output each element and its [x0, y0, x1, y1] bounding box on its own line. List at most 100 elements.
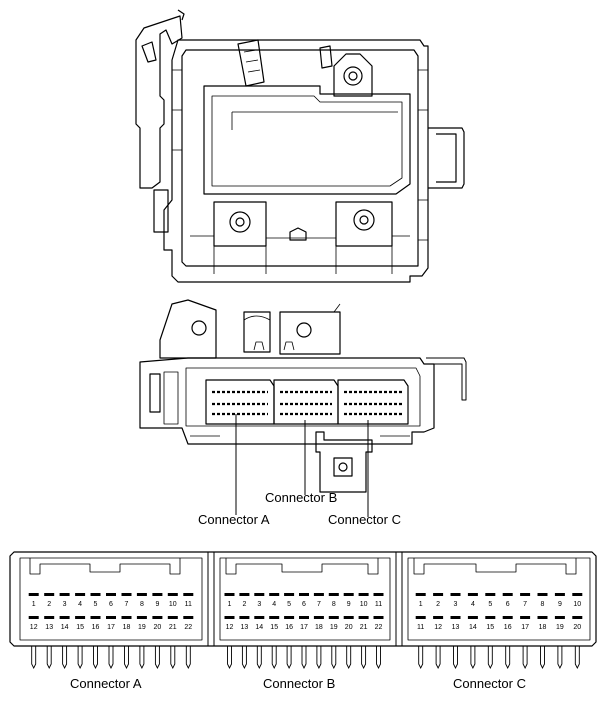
connector-c-pin-top-3	[450, 593, 461, 596]
connector-a-pin-label: 6	[109, 601, 113, 608]
connector-b-pin-label: 18	[315, 624, 323, 631]
connector-c-pin-label: 5	[488, 601, 492, 608]
connector-a-pin-label: 11	[185, 601, 192, 608]
connector-b-pin-bottom-10	[358, 616, 369, 619]
connector-c-pin-bottom-5	[485, 616, 496, 619]
connector-c-pin-label: 19	[556, 624, 564, 631]
connector-a-pin-top-10	[167, 593, 178, 596]
connector-a-pin-bottom-4	[75, 616, 86, 619]
connector-c-terminal-leg	[453, 646, 458, 670]
connector-a-terminal-leg	[77, 646, 83, 670]
connector-a-pin-top-8	[136, 593, 147, 596]
connector-b-pin-label: 16	[285, 624, 293, 631]
connector-b-pin-label: 14	[255, 624, 263, 631]
connector-c-pin-label: 17	[521, 624, 529, 631]
connector-b-pin-top-7	[313, 593, 324, 596]
connector-b-pin-label: 17	[300, 624, 308, 631]
connector-b-terminal-leg	[331, 646, 337, 670]
connector-a-pin-label: 7	[125, 601, 129, 608]
connector-c-pin-label: 12	[434, 624, 442, 631]
connector-b-pin-top-9	[343, 593, 354, 596]
connector-a-pin-top-5	[90, 593, 101, 596]
connector-a-pin-label: 8	[140, 601, 144, 608]
connector-a-pin-top-11	[183, 593, 194, 596]
connector-c-pin-bottom-3	[450, 616, 461, 619]
connector-c-terminal-leg	[505, 646, 511, 670]
connector-b-pin-label: 22	[375, 624, 383, 631]
connector-a-pin-label: 15	[76, 624, 84, 631]
connector-a-terminal-leg	[46, 646, 52, 670]
connector-c-pin-top-10	[572, 593, 583, 596]
connector-c-pin-label: 3	[454, 601, 458, 608]
connector-b-pin-label: 8	[332, 601, 336, 608]
connector-c-pin-label: 1	[419, 601, 423, 608]
connector-a-pin-top-7	[121, 593, 132, 596]
connector-b-terminal-leg	[271, 646, 277, 670]
connector-c-terminal-leg	[487, 646, 493, 670]
connector-b-terminal-leg	[301, 646, 307, 670]
connector-c-pin-bottom-8	[537, 616, 548, 619]
connector-c-pin-bottom-9	[554, 616, 565, 619]
connector-c-pin-top-4	[467, 593, 478, 596]
connector-b-pin-label: 7	[317, 601, 321, 608]
connector-b-pin-label: 19	[330, 624, 338, 631]
connector-a-pin-label: 3	[63, 601, 67, 608]
connector-a-pin-top-2	[44, 593, 55, 596]
connector-c-pin-label: 11	[417, 624, 424, 631]
connector-b-pin-top-5	[284, 593, 295, 596]
connector-b-pin-bottom-11	[373, 616, 384, 619]
connector-a-terminal-leg	[170, 646, 176, 670]
connector-c-pin-label: 15	[486, 624, 494, 631]
connector-c-label: Connector C	[453, 676, 526, 691]
connector-a-pin-bottom-9	[152, 616, 163, 619]
connector-b-pin-bottom-7	[313, 616, 324, 619]
module-top-view	[135, 9, 465, 283]
connector-a-terminal-leg	[108, 646, 114, 670]
callout-connector-c: Connector C	[328, 512, 401, 527]
connector-b-pin-bottom-3	[254, 616, 265, 619]
connector-b-pin-label: 15	[270, 624, 278, 631]
connector-c-pin-top-7	[520, 593, 531, 596]
connector-a-pin-label: 14	[61, 624, 69, 631]
connector-b-pin-bottom-6	[299, 616, 309, 619]
connector-b-pin-label: 6	[302, 601, 306, 608]
connector-a-pin-bottom-3	[59, 616, 70, 619]
connector-b-pin-label: 21	[360, 624, 368, 631]
connector-b-pin-label: 1	[228, 601, 232, 608]
connector-a-pin-label: 13	[45, 624, 53, 631]
connector-c-terminal-leg	[470, 646, 476, 670]
connector-c-pin-bottom-10	[572, 616, 583, 619]
module-side-view	[139, 299, 467, 493]
connector-c-pin-bottom-4	[467, 616, 478, 619]
connector-a-pin-bottom-5	[90, 616, 101, 619]
connector-b-pin-top-8	[328, 593, 339, 596]
connector-c-pin-label: 14	[469, 624, 477, 631]
connector-c-pin-top-1	[415, 593, 426, 596]
connector-c-pin-label: 10	[573, 601, 581, 608]
connector-c-terminal-leg	[435, 646, 441, 670]
connector-a-pin-label: 22	[184, 624, 192, 631]
connector-b-pin-label: 11	[375, 601, 382, 608]
connector-c-terminal-leg	[418, 646, 424, 670]
connector-c-pin-label: 9	[558, 601, 562, 608]
connector-c-pin-top-8	[537, 593, 548, 596]
connector-b-terminal-leg	[227, 646, 232, 670]
connector-a-pin-top-9	[152, 593, 163, 596]
connector-c-pin-top-5	[485, 593, 496, 596]
connector-a-pin-bottom-6	[106, 616, 116, 619]
connector-b-pin-label: 13	[241, 624, 249, 631]
connector-a-label: Connector A	[70, 676, 142, 691]
connector-a-pin-bottom-10	[167, 616, 178, 619]
connector-b-terminal-leg	[256, 646, 262, 670]
connector-a-pin-label: 5	[94, 601, 98, 608]
connector-c-pin-bottom-6	[502, 616, 513, 619]
connector-b-terminal-leg	[361, 646, 367, 670]
connector-face-outline	[9, 551, 597, 647]
connector-b-pin-label: 3	[257, 601, 261, 608]
connector-b-terminal-leg	[286, 646, 292, 670]
connector-b-pin-top-2	[239, 593, 250, 596]
connector-b-pin-bottom-8	[328, 616, 339, 619]
